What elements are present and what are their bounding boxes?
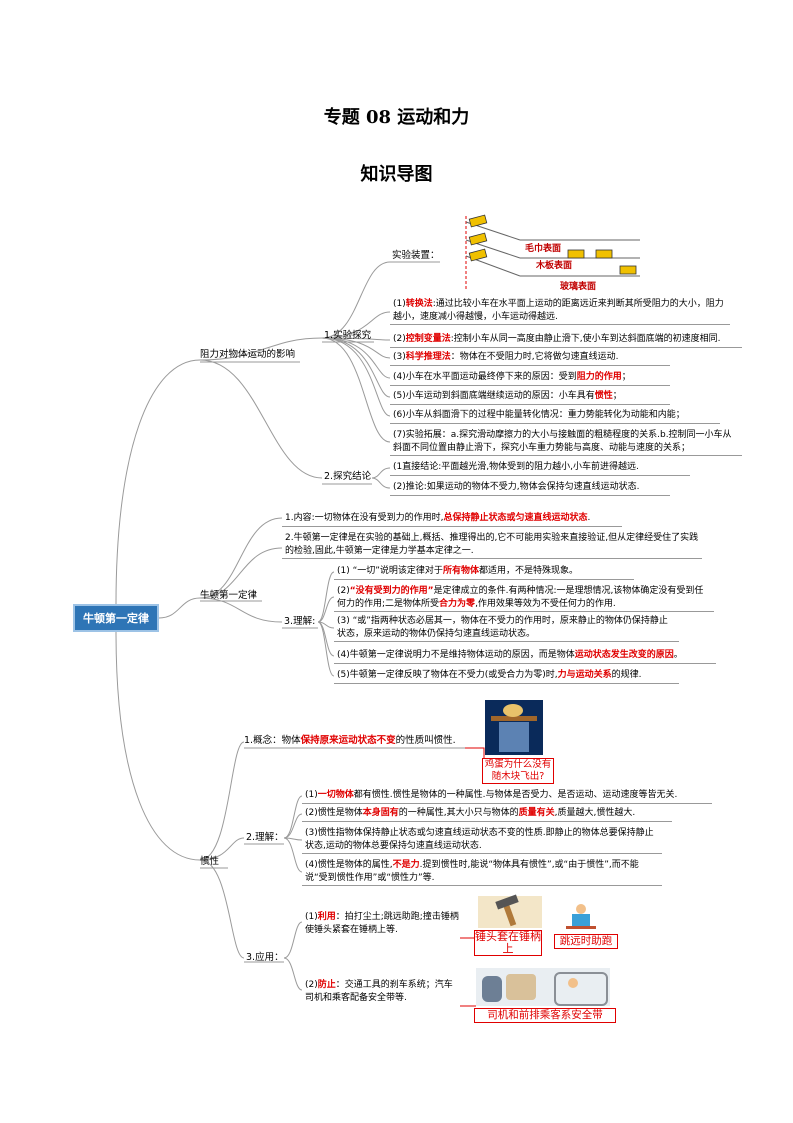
page-subtitle: 知识导图 bbox=[360, 164, 433, 185]
inertia-item-2: (2)惯性是物体本身固有的一种属性,其大小只与物体的质量有关,质量越大,惯性越大… bbox=[302, 806, 672, 822]
understanding-3: (3) “或”指两种状态必居其一，物体在不受力的作用时，原来静止的物体仍保持静止… bbox=[334, 614, 679, 642]
cart-icons bbox=[468, 214, 637, 275]
root-node: 牛顿第一定律 bbox=[73, 604, 159, 632]
surface-wood-label: 木板表面 bbox=[536, 261, 573, 271]
branch-newton-label: 牛顿第一定律 bbox=[200, 590, 258, 601]
page-title: 专题 08 运动和力 bbox=[323, 107, 470, 128]
application-use: (1)利用：拍打尘土;跳远助跑;撞击锤柄使锤头紧套在锤柄上等. bbox=[305, 912, 459, 935]
inertia-item-1: (1)一切物体都有惯性.惯性是物体的一种属性.与物体是否受力、是否运动、运动速度… bbox=[302, 788, 712, 804]
conclusion-label: 2.探究结论 bbox=[324, 471, 372, 482]
exp-item-3: (3)科学推理法：物体在不受阻力时,它将做匀速直线运动. bbox=[390, 350, 670, 366]
exp-item-2: (2)控制变量法:控制小车从同一高度由静止滑下,使小车到达斜面底端的初速度相同. bbox=[390, 332, 742, 348]
branch-inertia-label: 惯性 bbox=[200, 856, 220, 867]
long-jump-image bbox=[560, 902, 604, 932]
conclusion-1: (1直接结论:平面越光滑,物体受到的阻力越小,小车前进得越远. bbox=[390, 460, 690, 476]
newton-basis: 2.牛顿第一定律是在实验的基础上,概括、推理得出的,它不可能用实验来直接验证,但… bbox=[282, 531, 702, 559]
seatbelt-caption: 司机和前排乘客系安全带 bbox=[474, 1008, 616, 1023]
understanding-4: (4)牛顿第一定律说明力不是维持物体运动的原因，而是物体运动状态发生改变的原因。 bbox=[334, 648, 716, 664]
exp-item-7: (7)实验拓展：a.探究滑动摩擦力的大小与接触面的粗糙程度的关系.b.控制同一小… bbox=[390, 428, 742, 456]
branch-resistance-label: 阻力对物体运动的影响 bbox=[200, 349, 296, 360]
inertia-item-3: (3)惯性指物体保持静止状态或匀速直线运动状态不变的性质.即静止的物体总要保持静… bbox=[302, 826, 662, 854]
experiment-label: 1.实验探究 bbox=[324, 330, 372, 341]
application-label: 3.应用： bbox=[246, 952, 284, 963]
understanding-label: 3.理解: bbox=[284, 616, 316, 627]
inertia-item-4: (4)惯性是物体的属性,不是力.提到惯性时,能说“物体具有惯性”,或“由于惯性”… bbox=[302, 858, 662, 886]
hammer-image bbox=[478, 894, 542, 928]
exp-item-4: (4)小车在水平面运动最终停下来的原因：受到阻力的作用； bbox=[390, 370, 670, 386]
application-prevent: (2)防止：交通工具的刹车系统；汽车司机和乘客配备安全带等. bbox=[305, 980, 453, 1003]
newton-content: 1.内容:一切物体在没有受到力的作用时,总保持静止状态或匀速直线运动状态. bbox=[282, 511, 622, 527]
hammer-caption: 锤头套在锤柄上 bbox=[474, 930, 542, 956]
understanding-5: (5)牛顿第一定律反映了物体在不受力(或受合力为零)时,力与运动关系的规律. bbox=[334, 668, 679, 684]
concept-line: 1.概念：物体保持原来运动状态不变的性质叫惯性. bbox=[244, 735, 456, 746]
exp-item-6: (6)小车从斜面滑下的过程中能量转化情况：重力势能转化为动能和内能； bbox=[390, 408, 720, 424]
inertia-understanding-label: 2.理解： bbox=[246, 832, 284, 843]
exp-item-1: (1)转换法:通过比较小车在水平面上运动的距离远近来判断其所受阻力的大小，阻力越… bbox=[390, 297, 730, 325]
seatbelt-image bbox=[476, 968, 610, 1006]
understanding-1: (1) “一切”说明该定律对于所有物体都适用，不是特殊现象。 bbox=[334, 564, 634, 580]
conclusion-2: (2)推论:如果运动的物体不受力,物体会保持匀速直线运动状态. bbox=[390, 480, 670, 496]
device-label: 实验装置： bbox=[392, 250, 440, 261]
surface-towel-label: 毛巾表面 bbox=[525, 244, 562, 254]
surface-glass-label: 玻璃表面 bbox=[560, 282, 597, 292]
exp-item-5: (5)小车运动到斜面底端继续运动的原因：小车具有惯性； bbox=[390, 389, 670, 405]
long-jump-caption: 跳远时助跑 bbox=[554, 934, 618, 949]
understanding-2: (2)“没有受到力的作用”是定律成立的条件.有两种情况:一是理想情况,该物体确定… bbox=[334, 584, 714, 612]
egg-experiment-image bbox=[485, 700, 543, 755]
egg-caption: 鸡蛋为什么没有随木块飞出? bbox=[482, 758, 554, 784]
